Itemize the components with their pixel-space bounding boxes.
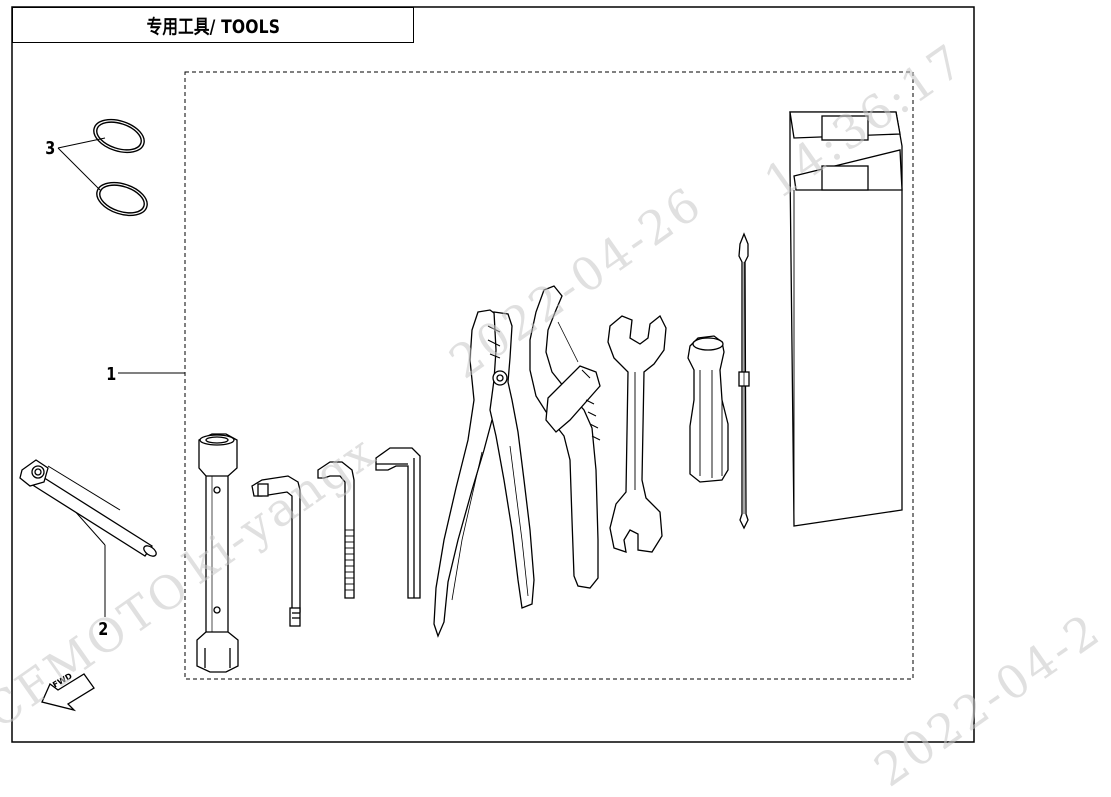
tools-diagram — [11, 6, 975, 743]
hex-key-large — [375, 447, 421, 599]
spark-plug-wrench — [19, 459, 157, 557]
screwdriver-handle — [687, 335, 729, 483]
outer-border — [11, 6, 975, 743]
leader-line-3b — [57, 147, 101, 191]
open-end-wrench — [607, 314, 667, 553]
o-rings — [93, 118, 148, 217]
callout-3: 3 — [45, 138, 56, 159]
pliers — [433, 309, 535, 638]
hex-key-threaded — [317, 461, 355, 599]
callout-1: 1 — [106, 364, 117, 385]
tool-pouch — [789, 111, 903, 527]
kit-boundary — [184, 71, 914, 680]
tube-socket-wrench — [196, 433, 239, 673]
callout-2: 2 — [98, 619, 109, 640]
hook-spanner — [529, 285, 601, 589]
screwdriver-blade — [738, 232, 750, 530]
hex-key-small — [251, 475, 301, 627]
forward-direction-arrow — [41, 673, 95, 712]
title-box: 专用工具/ TOOLS — [12, 7, 414, 43]
page-title: 专用工具/ TOOLS — [146, 15, 280, 38]
